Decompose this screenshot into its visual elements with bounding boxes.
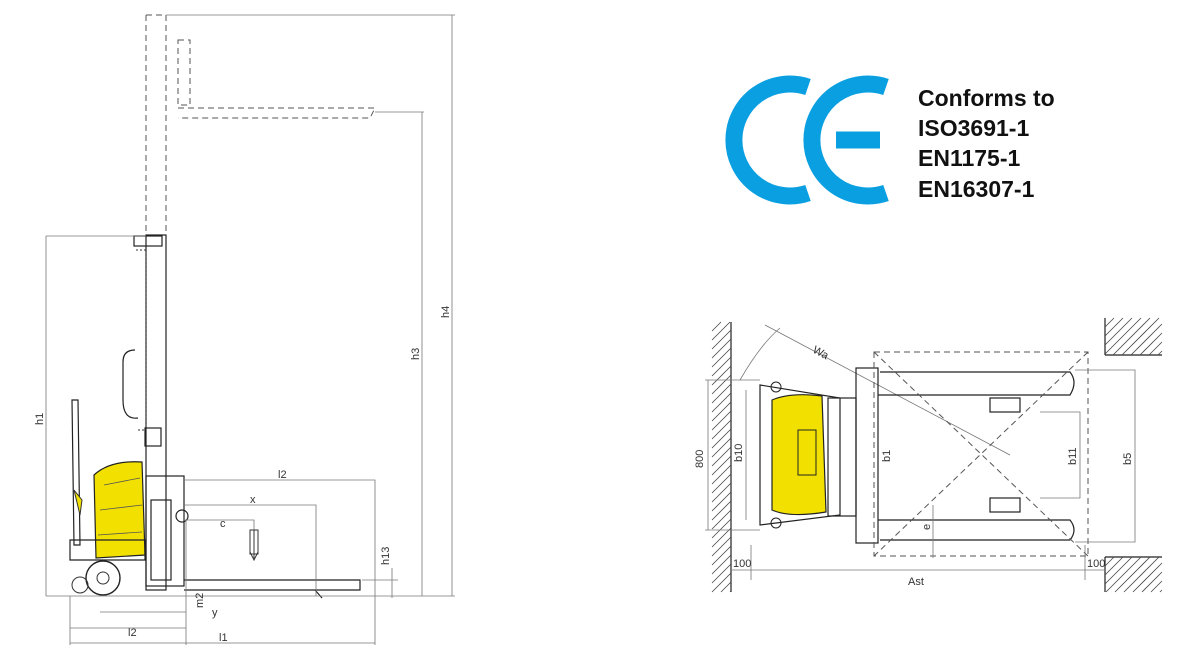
label-l2-upper: l2 (278, 469, 287, 481)
conformity-line-2: ISO3691-1 (918, 115, 1029, 141)
label-h1: h1 (34, 413, 46, 425)
dimension-b5: b5 (1075, 369, 1136, 543)
mast (133, 234, 167, 591)
label-clearance-left: 100 (733, 558, 751, 570)
label-ast: Ast (908, 576, 924, 588)
right-wall-top (1104, 317, 1163, 356)
chassis (69, 475, 189, 587)
dimension-h3: h3 (410, 112, 423, 596)
conformity-line-1: Conforms to (918, 85, 1055, 111)
label-h4: h4 (440, 306, 452, 318)
load-box (184, 479, 376, 596)
label-h13: h13 (380, 547, 392, 565)
right-wall-bottom (1104, 556, 1163, 593)
conformity-line-4: EN16307-1 (918, 176, 1035, 202)
dimension-l1: l1 (70, 596, 376, 645)
fork (184, 579, 361, 599)
label-b10: b10 (733, 444, 745, 462)
dimension-y: y m2 (100, 593, 218, 619)
label-b5: b5 (1122, 453, 1134, 465)
dimension-e: e (921, 505, 934, 558)
label-y: y (212, 607, 218, 619)
ce-letter-e (803, 75, 889, 205)
label-b1: b1 (881, 450, 893, 462)
forks-top (855, 367, 1075, 544)
ce-letter-c (725, 75, 811, 205)
top-view: 800 b10 Wa b1 (694, 317, 1163, 593)
drive-wheel (71, 560, 121, 596)
tiller (71, 399, 83, 546)
extended-mast-outline (145, 14, 376, 235)
conformity-line-3: EN1175-1 (918, 145, 1021, 171)
label-e: e (921, 524, 933, 530)
ce-mark (725, 75, 889, 205)
dimension-h13: h13 (362, 547, 398, 598)
dimension-ast: Ast 100 100 (731, 545, 1105, 588)
side-view: h4 h3 h1 (34, 14, 455, 645)
label-l2-lower: l2 (128, 627, 137, 639)
dimension-800: 800 (694, 379, 760, 531)
dimension-h1: h1 (34, 235, 146, 596)
label-l1: l1 (219, 632, 228, 644)
dimension-b11: b11 (1040, 411, 1081, 499)
label-clearance-right: 100 (1087, 558, 1105, 570)
label-h3: h3 (410, 348, 422, 360)
dimension-h4: h4 (440, 15, 453, 596)
label-m2: m2 (194, 593, 206, 608)
conformity-text: Conforms to ISO3691-1 EN1175-1 EN16307-1 (918, 85, 1055, 202)
pallet-outline (873, 351, 1089, 557)
label-c: c (220, 518, 226, 530)
label-wa: Wa (811, 344, 832, 363)
truck-body-top (745, 381, 857, 529)
left-wall (711, 321, 732, 593)
label-b11: b11 (1067, 447, 1079, 465)
dimension-wa: Wa (739, 324, 1011, 456)
label-800: 800 (694, 450, 706, 468)
label-x: x (250, 494, 256, 506)
mast-handle (122, 349, 139, 419)
dimension-l2-lower: l2 (69, 520, 187, 645)
